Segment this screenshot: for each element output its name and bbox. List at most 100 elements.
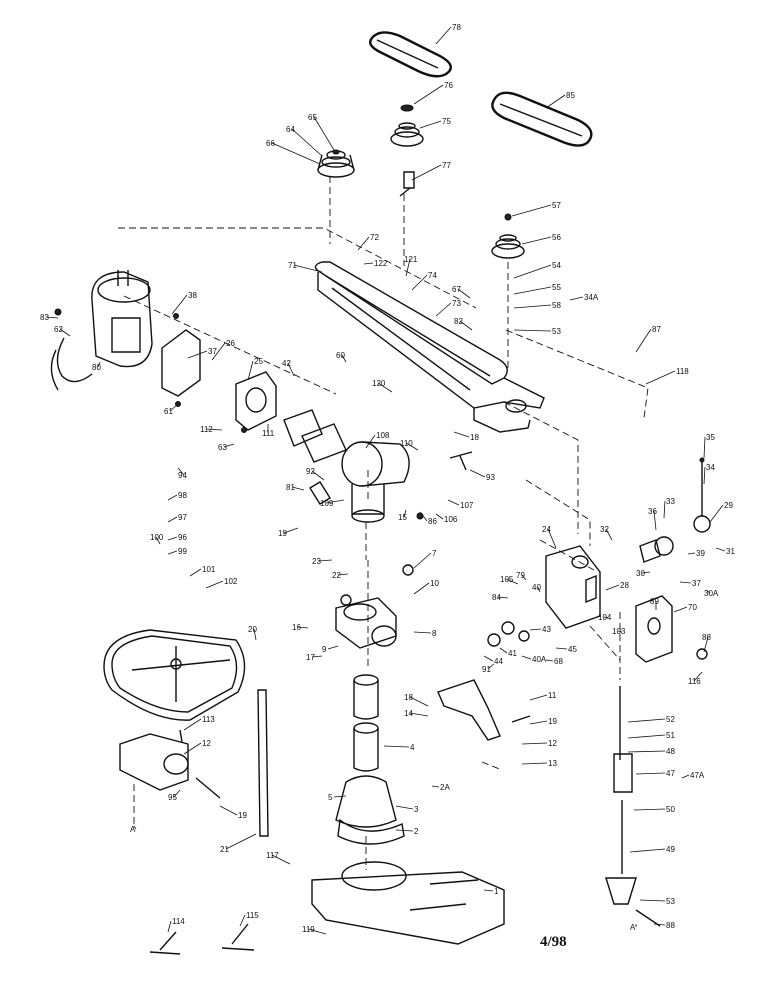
leader-line-c77 [411, 164, 442, 181]
leader-line-c37b [679, 581, 692, 584]
leader-line-c88b [653, 923, 666, 926]
leader-line-c17 [311, 655, 323, 658]
leader-line-cA1 [133, 825, 137, 830]
leader-line-c29 [709, 504, 724, 523]
leader-line-c54 [513, 264, 552, 279]
leader-line-c24 [547, 528, 557, 549]
leader-line-c19b [529, 720, 548, 725]
callout-c18: 18 [470, 433, 479, 442]
leader-line-c82 [459, 320, 473, 331]
callout-c47A: 47A [690, 771, 705, 780]
leader-line-c105 [505, 578, 519, 585]
spindle-adapter [235, 371, 347, 463]
leader-line-c92 [311, 470, 325, 481]
leader-line-c53 [513, 329, 552, 332]
leader-line-c87 [635, 328, 652, 353]
callout-c83: 83 [40, 313, 49, 322]
callout-c42: 42 [282, 359, 291, 368]
leader-line-c34 [703, 466, 706, 485]
table-bracket [119, 729, 221, 799]
wrenches [149, 923, 255, 955]
leader-line-c5 [333, 795, 347, 798]
callout-c44: 44 [494, 657, 503, 666]
callout-c64: 64 [286, 125, 295, 134]
callout-c3: 3 [414, 805, 419, 814]
callout-c48: 48 [666, 747, 675, 756]
callout-c110: 110 [400, 439, 413, 448]
callout-c106: 106 [444, 515, 458, 524]
leader-line-c102 [205, 580, 224, 589]
column-tubes [353, 674, 379, 772]
leader-line-c93 [469, 469, 486, 478]
callout-c14: 14 [404, 709, 413, 718]
depth-stop [693, 457, 711, 533]
callout-c114: 114 [172, 917, 185, 926]
callout-c93: 93 [486, 473, 495, 482]
leader-line-c38 [171, 294, 188, 315]
callout-c71: 71 [288, 261, 297, 270]
leader-line-c50 [633, 808, 666, 811]
callout-c81: 81 [286, 483, 295, 492]
callout-c107: 107 [460, 501, 474, 510]
callout-c57: 57 [552, 201, 561, 210]
leader-line-c68 [545, 659, 554, 662]
motor [50, 270, 153, 391]
callout-c4: 4 [410, 743, 415, 752]
leader-line-c35 [703, 436, 706, 459]
leader-line-c12 [183, 742, 202, 755]
callout-c25: 25 [254, 357, 263, 366]
callout-c88b: 88 [666, 921, 675, 930]
work-table [103, 629, 246, 721]
callout-c32: 32 [600, 525, 609, 534]
leader-line-c75 [419, 120, 442, 129]
leader-line-c48 [627, 750, 666, 753]
leader-line-c14 [409, 712, 429, 717]
callout-c34: 34 [706, 463, 715, 472]
leader-line-c11 [529, 694, 548, 701]
leader-line-c80 [97, 361, 101, 368]
callout-c51: 51 [666, 731, 675, 740]
callout-c10: 10 [430, 579, 439, 588]
callout-c24: 24 [542, 525, 551, 534]
leader-line-c103 [617, 630, 623, 633]
belt-guard-head [314, 261, 545, 433]
leader-line-c16 [297, 626, 309, 629]
feed-handle-pinion [309, 451, 473, 520]
leader-line-c52 [627, 718, 666, 723]
leader-line-c13 [521, 762, 548, 765]
idler-bracket [399, 171, 415, 197]
leader-line-c21 [225, 833, 257, 850]
leader-line-c3 [395, 805, 414, 810]
callout-c56: 56 [552, 233, 561, 242]
callout-c99: 99 [178, 547, 187, 556]
leader-line-c116 [693, 671, 703, 682]
motor-bracket [161, 313, 201, 407]
leader-line-c30 [641, 571, 651, 574]
callout-c41: 41 [508, 649, 517, 658]
leader-line-c104 [603, 616, 609, 619]
callout-c16: 16 [292, 623, 301, 632]
spindle-pulley [491, 213, 525, 259]
callout-c39: 39 [696, 549, 705, 558]
callout-c98: 98 [178, 491, 187, 500]
callout-c122: 122 [374, 259, 388, 268]
idler-pulley [390, 104, 424, 147]
leader-line-c4 [383, 745, 410, 748]
leader-line-c45 [555, 647, 568, 650]
callout-c52: 52 [666, 715, 675, 724]
callout-c104: 104 [598, 613, 612, 622]
callout-c67: 67 [452, 285, 461, 294]
callout-c15: 15 [398, 513, 407, 522]
leader-line-c28 [605, 584, 620, 591]
column-support [335, 775, 405, 845]
leader-line-c74 [411, 274, 428, 291]
leader-line-c76 [413, 84, 444, 105]
callout-c45: 45 [568, 645, 577, 654]
leader-line-c19 [283, 527, 299, 534]
leader-line-c37 [187, 350, 208, 359]
drawing-date-code: 4/98 [540, 934, 567, 950]
callout-c7: 7 [432, 549, 437, 558]
leader-line-c22 [337, 573, 349, 576]
